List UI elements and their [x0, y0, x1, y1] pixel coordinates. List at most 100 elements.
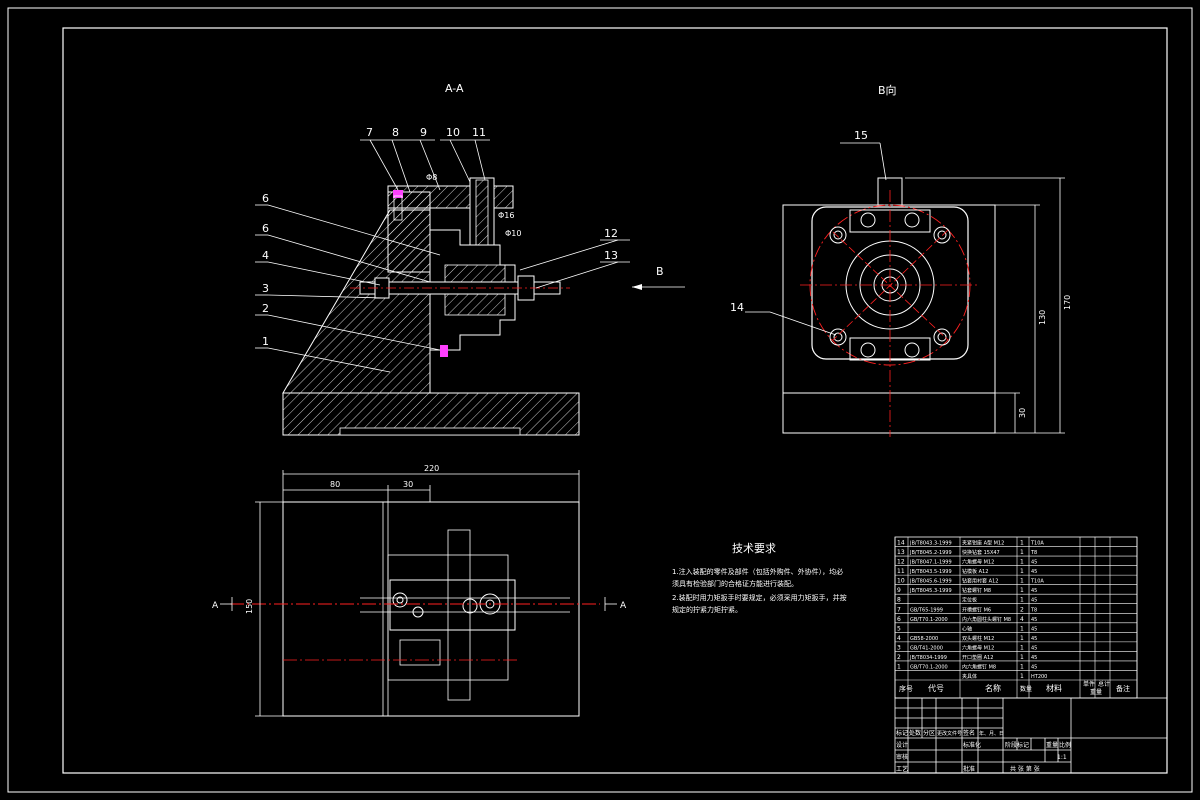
- bom-cell-mat: T8: [1030, 607, 1037, 613]
- bom-cell-qty: 1: [1020, 644, 1024, 651]
- section-marker-left: A: [212, 601, 219, 611]
- view-b: B向: [730, 83, 1072, 437]
- bom-cell-no: 5: [897, 625, 901, 632]
- tb-date: 年、月、日: [979, 730, 1004, 737]
- bom-cell-name: 双头螺柱 M12: [962, 635, 994, 642]
- bom-cell-mat: 45: [1031, 569, 1037, 575]
- bom-cell-name: 内六角圆柱头螺钉 M8: [962, 616, 1011, 623]
- bom-cell-no: 7: [897, 606, 901, 613]
- bom-cell-code: JB/T8045.2-1999: [909, 550, 952, 556]
- fit-label-b: Φ16: [498, 211, 514, 220]
- bom-cell-no: 2: [897, 654, 901, 661]
- bom-cell-name: 夹具体: [962, 673, 977, 680]
- title-block: 标记 处数 分区 更改文件号 签名 年、月、日 设计 标准化 审核 工艺 批准 …: [894, 697, 1168, 774]
- bom-cell-no: 6: [897, 616, 901, 623]
- bom-header-mat: 材料: [1046, 683, 1062, 693]
- bom-cell-qty: 4: [1020, 616, 1024, 623]
- tb-stage: 阶段标记: [1005, 741, 1029, 749]
- bom-cell-mat: 45: [1031, 588, 1037, 594]
- bom-cell-mat: 45: [1031, 664, 1037, 670]
- bom-cell-mat: 45: [1031, 636, 1037, 642]
- bom-header-unit-weight: 单件: [1083, 680, 1095, 688]
- bom-cell-no: 9: [897, 587, 901, 594]
- tb-scale-value: 1:1: [1057, 754, 1067, 761]
- tb-sign: 签名: [963, 729, 975, 737]
- callout-6a: 6: [262, 192, 269, 205]
- bom-cell-no: 10: [897, 578, 905, 585]
- section-aa-title: A-A: [445, 82, 464, 95]
- callout-4: 4: [262, 249, 269, 262]
- tb-review: 审核: [896, 753, 908, 761]
- bom-cell-qty: 1: [1020, 559, 1024, 566]
- bom-cell-qty: 1: [1020, 635, 1024, 642]
- bom-cell-name: 内六角螺钉 M8: [962, 663, 996, 670]
- bom-cell-no: 12: [897, 559, 905, 566]
- bom-cell-mat: T10A: [1030, 541, 1044, 547]
- dim-overall-width: 220: [424, 464, 439, 473]
- bom-cell-code: JB/T8034-1999: [909, 655, 947, 661]
- bom-cell-mat: 45: [1031, 560, 1037, 566]
- tb-count: 处数: [909, 729, 921, 737]
- callout-11: 11: [472, 126, 486, 139]
- tb-change: 更改文件号: [937, 730, 962, 737]
- dim-height-outer: 170: [1063, 295, 1072, 310]
- dim-plan-height: 150: [245, 599, 254, 614]
- bom-cell-mat: T8: [1030, 550, 1037, 556]
- section-aa-view: A-A: [255, 82, 630, 436]
- bom-cell-mat: HT200: [1031, 674, 1047, 680]
- bom-cell-mat: 45: [1031, 598, 1037, 604]
- callout-1: 1: [262, 335, 269, 348]
- tb-mark: 标记: [896, 729, 908, 737]
- bom-cell-name: 六角螺母 M12: [962, 644, 994, 651]
- bom-cell-name: 钻套螺钉 M8: [962, 587, 991, 594]
- bom-cell-code: GB58-2000: [910, 636, 938, 642]
- bom-cell-mat: 45: [1031, 617, 1037, 623]
- callout-7: 7: [366, 126, 373, 139]
- dim-width-left: 80: [330, 480, 340, 489]
- bom-header-remark: 备注: [1116, 684, 1130, 693]
- bom-cell-qty: 1: [1020, 587, 1024, 594]
- tb-zone: 分区: [923, 729, 935, 737]
- bom-header-total-weight: 总计: [1098, 680, 1110, 688]
- callout-10: 10: [446, 126, 460, 139]
- bom-cell-name: 夹紧钳座 A型 M12: [962, 540, 1004, 547]
- bom-cell-no: 3: [897, 644, 901, 651]
- bom-cell-qty: 1: [1020, 568, 1024, 575]
- bom-cell-mat: T10A: [1030, 579, 1044, 585]
- bom-cell-name: 快换钻套 15X47: [962, 549, 1000, 556]
- tb-approve: 批准: [963, 765, 975, 773]
- tech-line-2: 须具有检验部门的合格证方能进行装配。: [672, 579, 798, 588]
- bom-cell-qty: 1: [1020, 597, 1024, 604]
- outer-border: [7, 7, 1193, 793]
- bom-cell-no: 13: [897, 549, 905, 556]
- section-marker-right: A: [620, 601, 627, 611]
- bom-cell-qty: 1: [1020, 625, 1024, 632]
- bom-cell-qty: 2: [1020, 606, 1024, 613]
- tb-standard: 标准化: [963, 741, 981, 749]
- callout-3: 3: [262, 282, 269, 295]
- tech-line-1: 1.注入装配的零件及部件（包括外购件、外协件），均必: [672, 567, 843, 576]
- bom-header-weight: 重量: [1090, 688, 1102, 696]
- plan-view: 220 80 30 150 A A: [212, 464, 627, 717]
- callout-6b: 6: [262, 222, 269, 235]
- bom-cell-mat: 45: [1031, 626, 1037, 632]
- view-b-arrow: B: [632, 265, 685, 290]
- bom-cell-code: GB/T65-1999: [910, 607, 943, 613]
- bom-cell-name: 六角螺母 M12: [962, 559, 994, 566]
- callout-12: 12: [604, 227, 618, 240]
- tech-line-3: 2.装配时用力矩扳手时要规定，必须采用力矩扳手，并按: [672, 593, 847, 602]
- tb-sheets: 共 张 第 张: [1010, 765, 1040, 773]
- bom-header: 序号 代号 名称 数量 材料 单件 总计 重量 备注: [899, 680, 1130, 696]
- bom-cell-code: JB/T8043.3-1999: [909, 541, 952, 547]
- bom-cell-qty: 1: [1020, 663, 1024, 670]
- bom-cell-code: GB/T70.1-2000: [910, 664, 948, 670]
- callout-9: 9: [420, 126, 427, 139]
- bom-cell-code: JB/T8045.6-1999: [909, 579, 952, 585]
- dim-base-height: 30: [1018, 408, 1027, 418]
- bom-cell-code: JB/T8043.5-1999: [909, 569, 952, 575]
- bom-cell-no: 14: [897, 540, 905, 547]
- bom-cell-name: 开口垫圈 A12: [962, 654, 993, 661]
- tb-weight: 重量: [1046, 741, 1058, 749]
